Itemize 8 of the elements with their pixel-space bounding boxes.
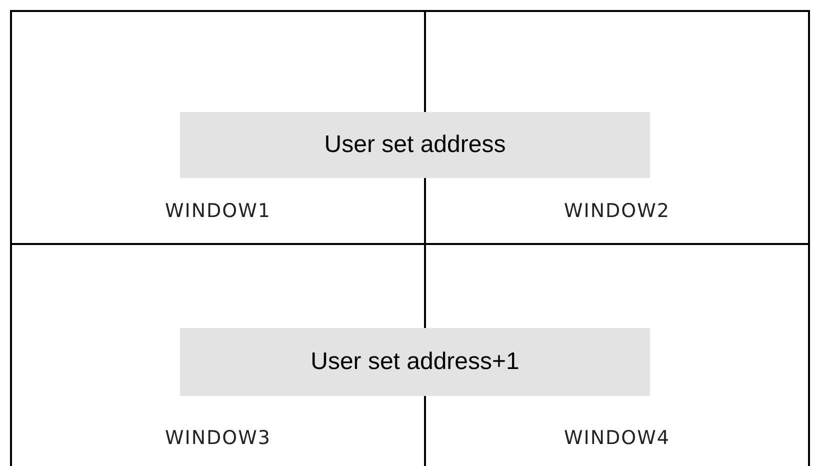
- address-label: User set address: [324, 131, 506, 159]
- address-box: [180, 112, 650, 178]
- window-label: WINDOW4: [562, 427, 672, 449]
- window-label: WINDOW1: [164, 200, 272, 222]
- address-label: User set address+1: [310, 348, 520, 376]
- address-box: [180, 328, 650, 396]
- window-label: WINDOW2: [562, 200, 672, 222]
- window-label: WINDOW3: [164, 427, 272, 449]
